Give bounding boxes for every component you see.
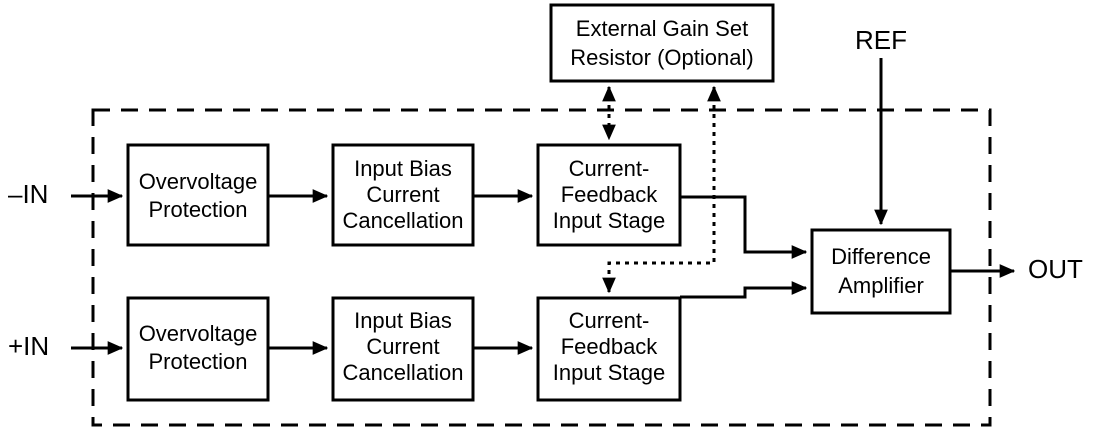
pin-label-out: OUT xyxy=(1028,254,1083,284)
pin-label-pos-in: +IN xyxy=(8,331,49,361)
ibc-bottom-label-line1: Input Bias xyxy=(354,308,452,333)
cfis-bottom-label-line1: Current- xyxy=(569,308,650,333)
ibc-top-label-line2: Current xyxy=(366,182,439,207)
ovp-bottom-label-line2: Protection xyxy=(148,349,247,374)
difference-amplifier-label-line2: Amplifier xyxy=(838,273,924,298)
ovp-top-label-line2: Protection xyxy=(148,197,247,222)
block-overvoltage-protection-bottom xyxy=(126,296,270,402)
block-overvoltage-protection-top xyxy=(126,143,270,247)
cfis-top-label-line3: Input Stage xyxy=(553,208,666,233)
wire-cfis-top-to-difference-amplifier xyxy=(680,195,808,259)
ibc-bottom-label-line3: Cancellation xyxy=(342,360,463,385)
cfis-bottom-label-line2: Feedback xyxy=(561,334,659,359)
ovp-top-label-line1: Overvoltage xyxy=(139,169,258,194)
ibc-top-label-line1: Input Bias xyxy=(354,156,452,181)
cfis-top-label-line1: Current- xyxy=(569,156,650,181)
wire-cfis-bottom-to-difference-amplifier xyxy=(680,281,808,299)
external-gain-resistor-label-line1: External Gain Set xyxy=(576,16,748,41)
block-current-feedback-input-stage-bottom xyxy=(536,296,682,402)
dotted-link-gain-resistor-to-cfis-bottom xyxy=(602,85,721,294)
external-gain-resistor-box xyxy=(549,3,775,83)
ibc-bottom-label-line2: Current xyxy=(366,334,439,359)
block-input-bias-current-cancellation-bottom xyxy=(331,296,475,402)
device-boundary xyxy=(91,108,992,427)
block-input-bias-current-cancellation-top xyxy=(331,143,475,247)
cfis-bottom-label-line3: Input Stage xyxy=(553,360,666,385)
ibc-top-label-line3: Cancellation xyxy=(342,208,463,233)
difference-amplifier-label-line1: Difference xyxy=(831,244,931,269)
ovp-bottom-label-line1: Overvoltage xyxy=(139,321,258,346)
external-gain-resistor-label-line2: Resistor (Optional) xyxy=(570,45,753,70)
block-difference-amplifier xyxy=(810,228,952,315)
pin-label-ref: REF xyxy=(855,25,907,55)
pin-label-neg-in: –IN xyxy=(8,179,48,209)
cfis-top-label-line2: Feedback xyxy=(561,182,659,207)
